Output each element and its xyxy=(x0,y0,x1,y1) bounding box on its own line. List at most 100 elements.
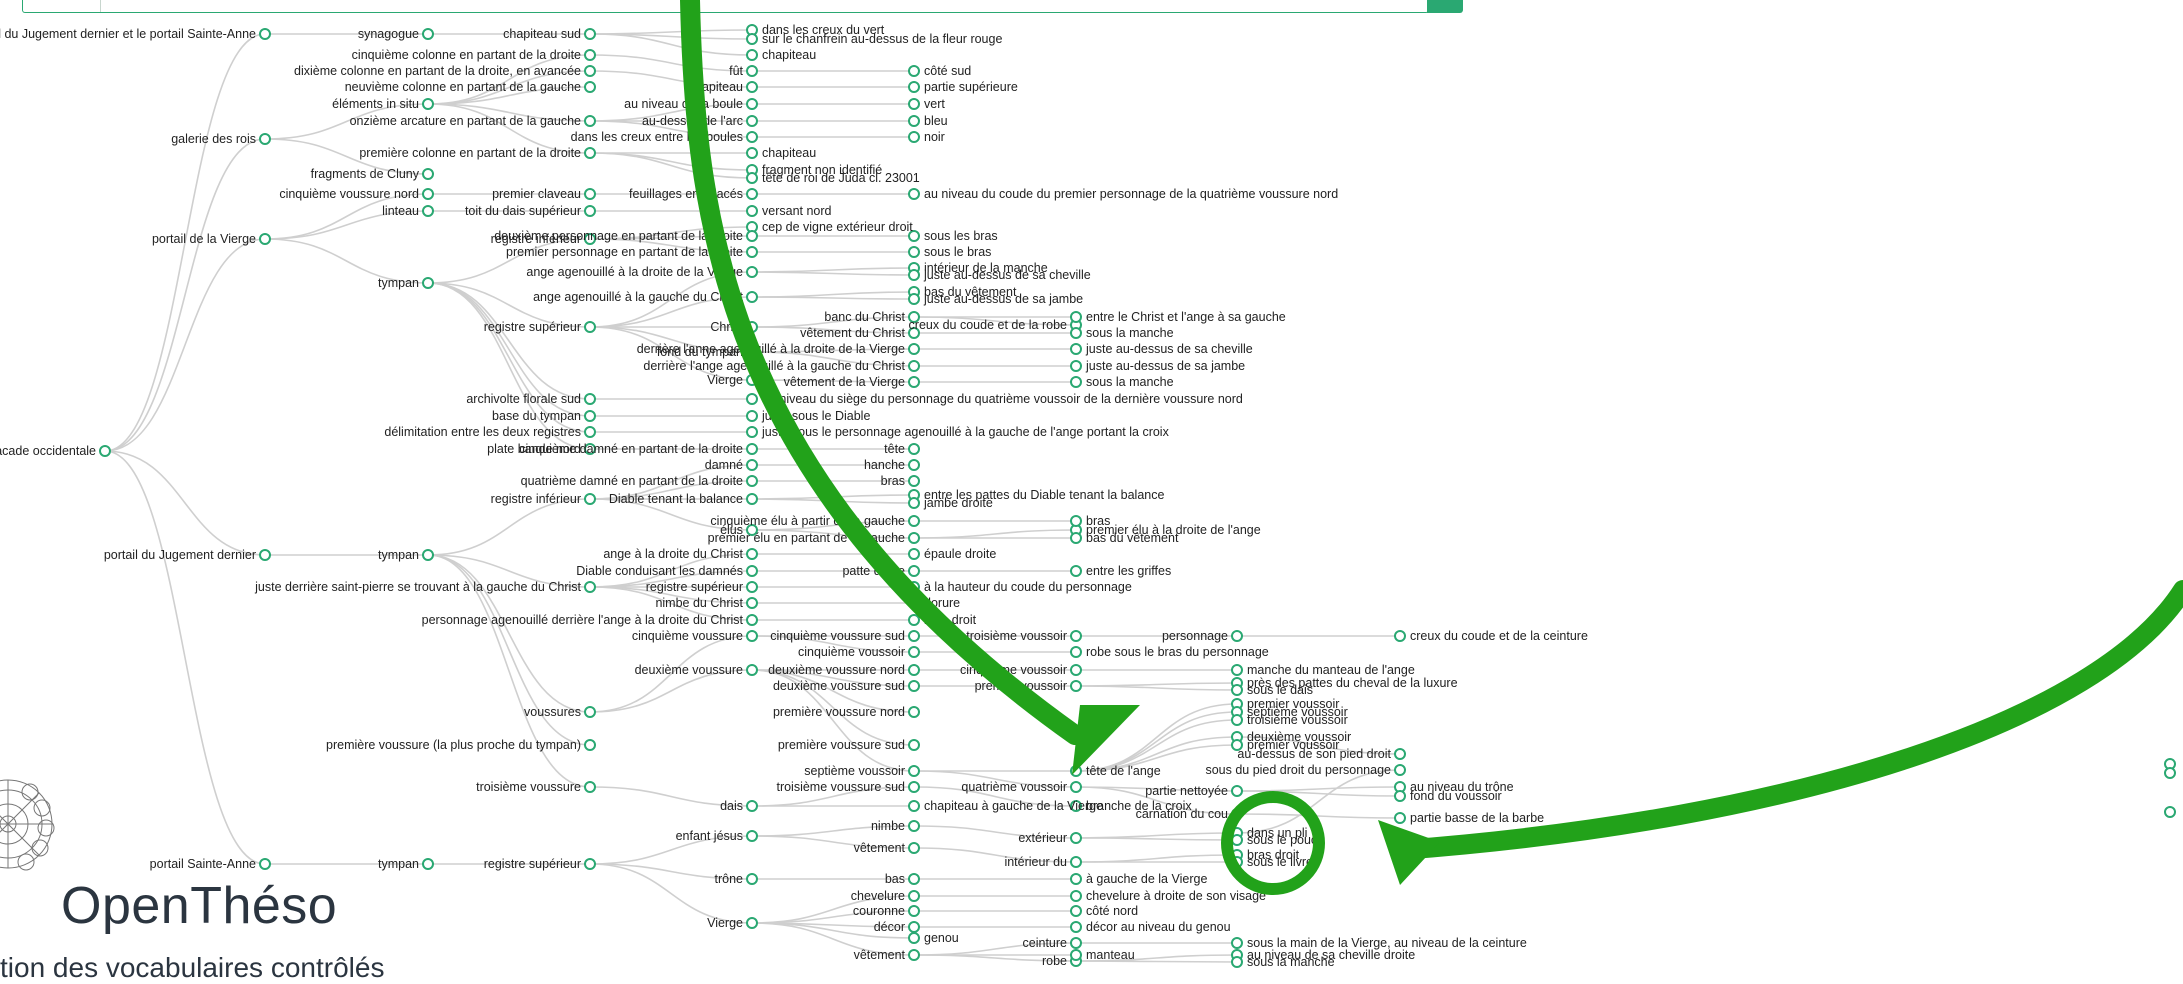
tree-node[interactable] xyxy=(1070,360,1082,372)
tree-node[interactable] xyxy=(908,246,920,258)
tree-node[interactable] xyxy=(908,630,920,642)
tree-node-label[interactable]: hanche xyxy=(864,458,905,472)
tree-node[interactable] xyxy=(746,597,758,609)
tree-node[interactable] xyxy=(908,921,920,933)
tree-node[interactable] xyxy=(1070,832,1082,844)
tree-node[interactable] xyxy=(746,917,758,929)
tree-node-label[interactable]: portail de la Vierge xyxy=(152,232,256,246)
tree-node-label[interactable]: derrière l'ange agenouillé à la gauche d… xyxy=(643,359,905,373)
tree-node[interactable] xyxy=(746,475,758,487)
tree-node-label[interactable]: fût xyxy=(729,64,743,78)
tree-node-label[interactable]: damné xyxy=(705,458,743,472)
tree-node[interactable] xyxy=(1231,956,1243,968)
tree-node[interactable] xyxy=(1231,937,1243,949)
tree-node[interactable] xyxy=(422,188,434,200)
tree-node-label[interactable]: au-dessus de son pied droit xyxy=(1237,747,1391,761)
tree-node-label[interactable]: septième voussoir xyxy=(1247,705,1348,719)
tree-node[interactable] xyxy=(584,581,596,593)
tree-node[interactable] xyxy=(746,81,758,93)
tree-node-label[interactable]: première colonne en partant de la droite xyxy=(359,146,581,160)
tree-node[interactable] xyxy=(908,515,920,527)
tree-node-label[interactable]: neuvième colonne en partant de la gauche xyxy=(345,80,581,94)
tree-node[interactable] xyxy=(584,781,596,793)
tree-node[interactable] xyxy=(746,291,758,303)
tree-node-label[interactable]: tympan xyxy=(378,276,419,290)
tree-node[interactable] xyxy=(1070,921,1082,933)
tree-node-label[interactable]: dans les creux entre les boules xyxy=(571,130,743,144)
tree-node-label[interactable]: bras xyxy=(881,474,905,488)
tree-node-label[interactable]: tre le portail du Jugement dernier et le… xyxy=(0,27,256,41)
tree-node-label[interactable]: tête de roi de Juda cl. 23001 xyxy=(762,171,920,185)
tree-node[interactable] xyxy=(584,321,596,333)
tree-node-label[interactable]: manteau xyxy=(1086,948,1135,962)
tree-node[interactable] xyxy=(908,497,920,509)
tree-node-label[interactable]: toit du dais supérieur xyxy=(465,204,581,218)
tree-node-label[interactable]: partie basse de la barbe xyxy=(1410,811,1544,825)
tree-node-label[interactable]: genou xyxy=(924,931,959,945)
tree-node[interactable] xyxy=(908,475,920,487)
tree-node-label[interactable]: sur le chanfrein au-dessus de la fleur r… xyxy=(762,32,1002,46)
tree-node[interactable] xyxy=(746,147,758,159)
tree-node-label[interactable]: trône xyxy=(715,872,744,886)
tree-node-label[interactable]: sous la manche xyxy=(1247,955,1335,969)
tree-node[interactable] xyxy=(746,524,758,536)
tree-node[interactable] xyxy=(746,581,758,593)
tree-node-label[interactable]: manche du manteau de l'ange xyxy=(1247,663,1415,677)
tree-node[interactable] xyxy=(422,98,434,110)
tree-node-label[interactable]: juste au-dessus de sa cheville xyxy=(923,268,1091,282)
tree-node[interactable] xyxy=(259,133,271,145)
tree-node-label[interactable]: robe sous le bras du personnage xyxy=(1086,645,1269,659)
search-button[interactable] xyxy=(1427,0,1463,13)
tree-node[interactable] xyxy=(584,81,596,93)
tree-node[interactable] xyxy=(908,376,920,388)
tree-node-label[interactable]: bras droit xyxy=(1247,848,1300,862)
tree-node[interactable] xyxy=(908,820,920,832)
tree-node[interactable] xyxy=(584,147,596,159)
tree-node[interactable] xyxy=(908,548,920,560)
tree-node-label[interactable]: feuillages entrelacés xyxy=(629,187,743,201)
tree-node[interactable] xyxy=(584,188,596,200)
tree-node[interactable] xyxy=(584,426,596,438)
tree-node-label[interactable]: première voussure sud xyxy=(778,738,905,752)
tree-node[interactable] xyxy=(584,493,596,505)
tree-node[interactable] xyxy=(908,781,920,793)
tree-node-label[interactable]: Facade occidentale xyxy=(0,444,96,458)
tree-node[interactable] xyxy=(1070,890,1082,902)
tree-node[interactable] xyxy=(908,949,920,961)
tree-node[interactable] xyxy=(746,205,758,217)
tree-node[interactable] xyxy=(746,98,758,110)
tree-node-label[interactable]: au niveau de sa cheville droite xyxy=(1247,948,1415,962)
tree-node-label[interactable]: nimbe du Christ xyxy=(655,596,743,610)
tree-node[interactable] xyxy=(1070,376,1082,388)
tree-node[interactable] xyxy=(746,49,758,61)
tree-node[interactable] xyxy=(746,565,758,577)
tree-node[interactable] xyxy=(1231,785,1243,797)
tree-node-label[interactable]: Vierge xyxy=(707,373,743,387)
tree-node-label[interactable]: deuxième voussure sud xyxy=(773,679,905,693)
tree-node[interactable] xyxy=(908,706,920,718)
tree-node-label[interactable]: creux du coude et de la robe xyxy=(909,318,1067,332)
tree-node[interactable] xyxy=(422,858,434,870)
tree-node-label[interactable]: entre le Christ et l'ange à sa gauche xyxy=(1086,310,1286,324)
tree-node-label[interactable]: couronne xyxy=(853,904,905,918)
tree-node[interactable] xyxy=(746,493,758,505)
tree-node-label[interactable]: voussures xyxy=(524,705,581,719)
tree-node-label[interactable]: chapiteau à gauche de la Vierge xyxy=(924,799,1103,813)
tree-node-label[interactable]: robe xyxy=(1042,954,1067,968)
tree-node[interactable] xyxy=(1394,630,1406,642)
tree-node[interactable] xyxy=(908,293,920,305)
tree-node[interactable] xyxy=(259,858,271,870)
tree-node-label[interactable]: deuxième voussure nord xyxy=(768,663,905,677)
tree-node[interactable] xyxy=(1231,664,1243,676)
tree-node[interactable] xyxy=(908,890,920,902)
tree-node[interactable] xyxy=(584,233,596,245)
tree-node[interactable] xyxy=(746,266,758,278)
tree-node-label[interactable]: quatrième voussoir xyxy=(961,780,1067,794)
tree-node-label[interactable]: sous la manche xyxy=(1086,326,1174,340)
tree-node-label[interactable]: registre supérieur xyxy=(484,857,581,871)
tree-node-label[interactable]: sous du pied droit du personnage xyxy=(1205,763,1391,777)
tree-node-label[interactable]: juste sous le personnage agenouillé à la… xyxy=(761,425,1170,439)
tree-node-label[interactable]: intérieur du xyxy=(1004,855,1067,869)
tree-node-label[interactable]: intérieur de la manche xyxy=(924,261,1048,275)
tree-node-label[interactable]: au niveau du trône xyxy=(1410,780,1514,794)
